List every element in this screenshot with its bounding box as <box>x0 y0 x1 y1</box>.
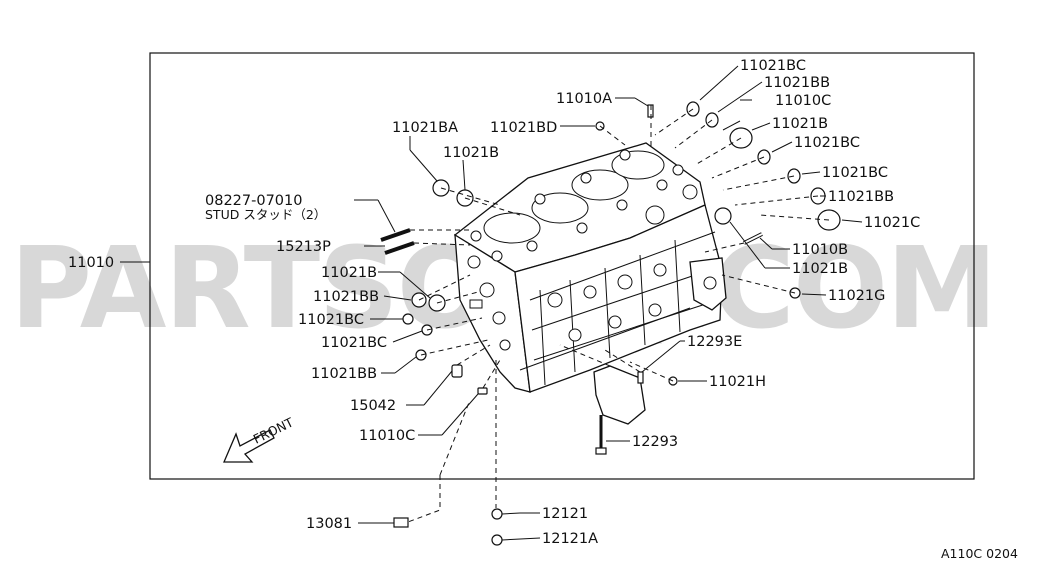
dashed-assembly-lines <box>407 105 830 523</box>
diagram-frame <box>149 52 975 480</box>
label-11010C-1[interactable]: 11010C <box>775 93 831 109</box>
label-11021BB-1[interactable]: 11021BB <box>764 75 830 91</box>
label-11021BB-3[interactable]: 11021BB <box>311 366 377 382</box>
front-label: FRONT <box>251 414 296 446</box>
leader-lines <box>120 65 863 541</box>
label-11021BA[interactable]: 11021BA <box>392 120 458 136</box>
label-11021C[interactable]: 11021C <box>864 215 920 231</box>
label-11021BD[interactable]: 11021BD <box>490 120 557 136</box>
label-11021BC-5[interactable]: 11021BC <box>298 312 364 328</box>
label-12121[interactable]: 12121 <box>542 506 588 522</box>
label-12121A[interactable]: 12121A <box>542 531 598 547</box>
label-12293E[interactable]: 12293E <box>687 334 742 350</box>
label-08227-07010[interactable]: 08227-07010 <box>205 193 303 209</box>
label-11021B-1[interactable]: 11021B <box>772 116 828 132</box>
label-13081[interactable]: 13081 <box>306 516 352 532</box>
label-11021G[interactable]: 11021G <box>828 288 885 304</box>
front-arrow-icon <box>223 429 275 463</box>
label-11010B[interactable]: 11010B <box>792 242 848 258</box>
label-11021H[interactable]: 11021H <box>709 374 766 390</box>
label-11010[interactable]: 11010 <box>68 255 114 271</box>
label-11021B-2[interactable]: 11021B <box>792 261 848 277</box>
diagram-code: A110C 0204 <box>941 546 1018 561</box>
label-12293[interactable]: 12293 <box>632 434 678 450</box>
cylinder-block-illustration <box>453 142 727 393</box>
label-stud-desc: STUD スタッド（2） <box>205 207 326 222</box>
label-11021B-4[interactable]: 11021B <box>443 145 499 161</box>
label-11021B-3[interactable]: 11021B <box>321 265 377 281</box>
label-11021BB-2[interactable]: 11021BB <box>828 189 894 205</box>
label-11021BB-4[interactable]: 11021BB <box>313 289 379 305</box>
label-11010C-2[interactable]: 11010C <box>359 428 415 444</box>
label-11021BC-4[interactable]: 11021BC <box>321 335 387 351</box>
label-11021BC-2[interactable]: 11021BC <box>794 135 860 151</box>
label-11010A[interactable]: 11010A <box>556 91 612 107</box>
label-15213P[interactable]: 15213P <box>276 239 331 255</box>
part-labels: 11021BC 11021BB 11010C 11021B 11021BC 11… <box>68 58 920 547</box>
label-15042[interactable]: 15042 <box>350 398 396 414</box>
label-11021BC-3[interactable]: 11021BC <box>822 165 888 181</box>
label-11021BC-1[interactable]: 11021BC <box>740 58 806 74</box>
